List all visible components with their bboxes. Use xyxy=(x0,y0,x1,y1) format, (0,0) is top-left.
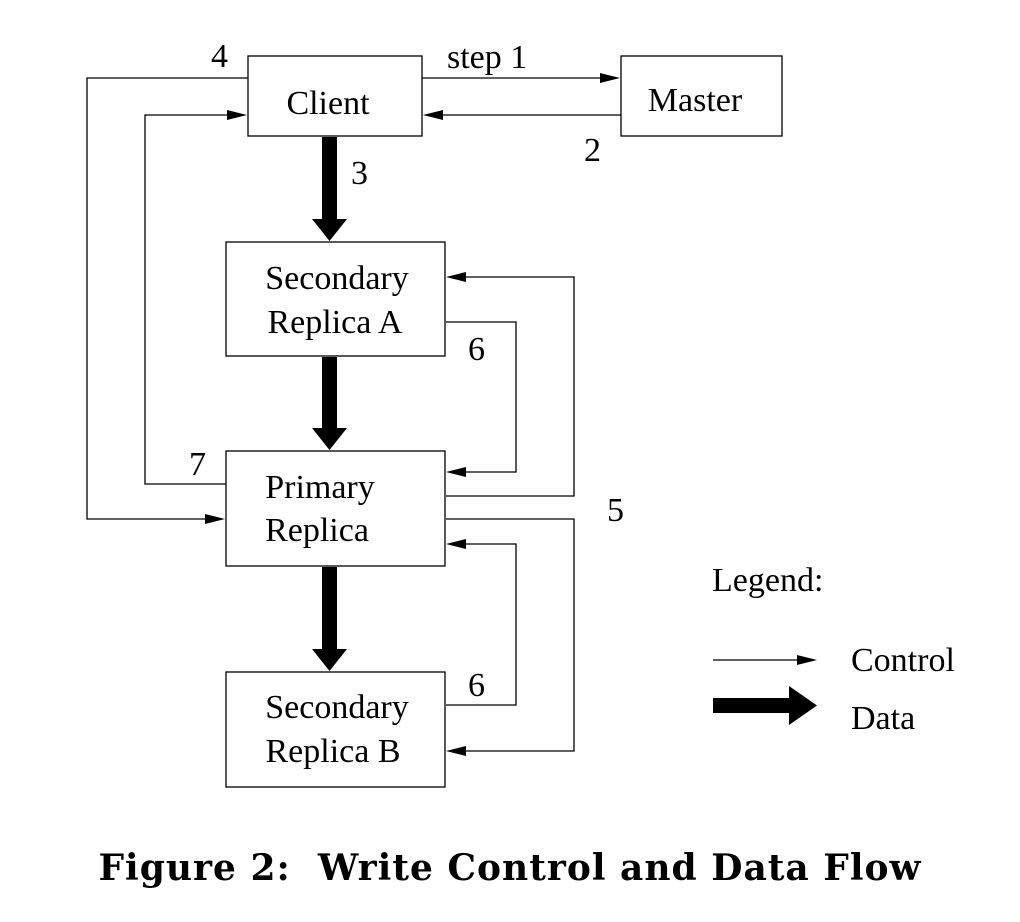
secondary-replica-b-label-line1: Secondary xyxy=(265,689,409,726)
secondary-replica-a-box xyxy=(225,241,446,357)
data-arrow-client-to-secondary-a xyxy=(312,137,347,241)
step7-label: 7 xyxy=(189,446,206,483)
step5-label: 5 xyxy=(607,492,624,529)
step2-label: 2 xyxy=(584,132,601,169)
primary-replica-label-line1: Primary xyxy=(265,469,375,506)
step6-label-upper: 6 xyxy=(468,331,485,368)
master-label: Master xyxy=(648,82,743,119)
primary-replica-node: Primary Replica xyxy=(225,450,446,567)
control-arrow-step5-primary-to-secondary-a xyxy=(446,272,575,497)
data-arrow-primary-to-secondary-b xyxy=(312,567,347,671)
client-label: Client xyxy=(286,85,370,122)
client-node: Client xyxy=(247,55,423,137)
legend-title: Legend: xyxy=(712,562,823,599)
legend-control-label: Control xyxy=(851,642,955,679)
master-box xyxy=(620,55,783,137)
secondary-replica-b-label-line2: Replica B xyxy=(265,733,400,770)
data-arrow-secondary-a-to-primary xyxy=(312,357,347,450)
control-arrow-step7-primary-to-client xyxy=(144,110,247,485)
secondary-replica-a-node: Secondary Replica A xyxy=(225,241,446,357)
secondary-replica-a-label-line1: Secondary xyxy=(265,260,409,297)
control-arrow-step4-client-to-primary xyxy=(86,77,248,524)
step3-label: 3 xyxy=(351,155,368,192)
control-arrow-step2-master-to-client xyxy=(423,110,621,120)
control-arrow-step6-secondary-b-to-primary xyxy=(446,539,517,706)
primary-replica-label-line2: Replica xyxy=(265,512,369,549)
primary-replica-box xyxy=(225,450,446,567)
master-node: Master xyxy=(620,55,783,137)
secondary-replica-a-label-line2: Replica A xyxy=(267,304,402,341)
legend-data-arrow xyxy=(713,686,817,725)
secondary-replica-b-box xyxy=(225,671,446,788)
legend-data-label: Data xyxy=(851,700,915,737)
figure-caption: Figure 2: Write Control and Data Flow xyxy=(98,847,921,889)
step4-label: 4 xyxy=(211,38,228,75)
control-arrow-step1-client-to-master xyxy=(422,73,620,83)
control-arrow-step5-primary-to-secondary-b xyxy=(446,518,575,756)
step6-label-lower: 6 xyxy=(468,667,485,704)
step1-label: step 1 xyxy=(447,39,527,76)
control-arrow-step6-secondary-a-to-primary xyxy=(446,321,517,477)
client-box xyxy=(247,55,423,137)
legend-control-arrow xyxy=(713,655,817,665)
legend: Legend: Control Data xyxy=(712,562,955,737)
secondary-replica-b-node: Secondary Replica B xyxy=(225,671,446,788)
